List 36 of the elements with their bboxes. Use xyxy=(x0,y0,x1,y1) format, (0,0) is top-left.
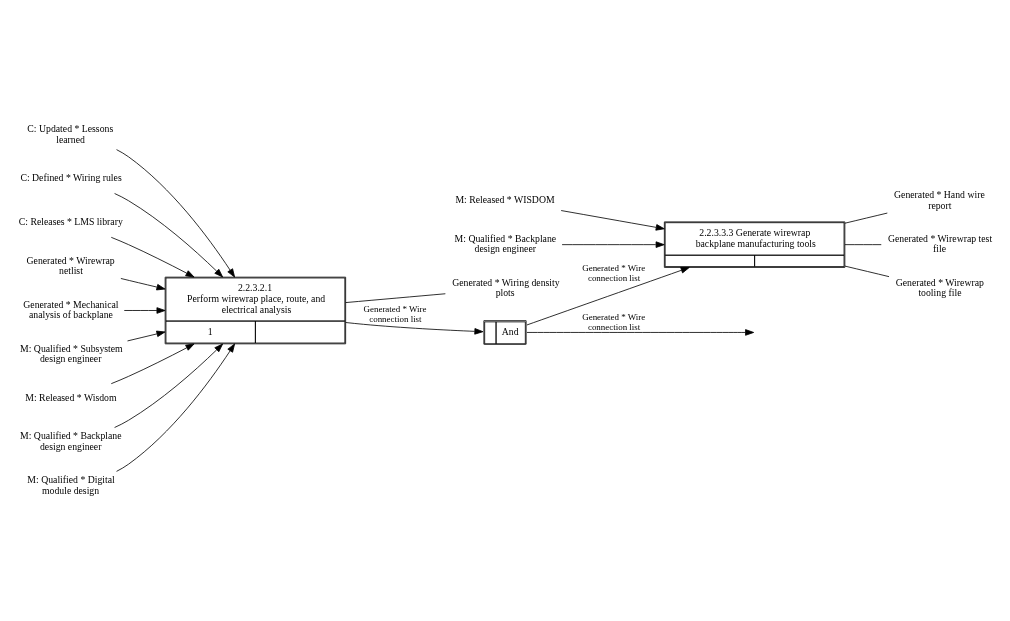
node-text: M: Released * Wisdom xyxy=(25,391,117,403)
node-text: C: Releases * LMS library xyxy=(18,216,123,228)
arrow xyxy=(526,329,755,336)
node-text: Generated * Wirewrap test file xyxy=(887,232,993,255)
edge-label: Generated * Wire connection list xyxy=(582,263,646,284)
node-text: M: Released * WISDOM xyxy=(455,194,555,206)
connector xyxy=(844,265,890,278)
arrow xyxy=(560,210,665,231)
arrow xyxy=(561,241,665,248)
node-text: M: Qualified * Backplane design engineer xyxy=(20,430,122,453)
arrow xyxy=(127,330,166,342)
arrow xyxy=(345,322,484,335)
connector xyxy=(844,244,882,246)
node-text: Generated * Wirewrap netlist xyxy=(26,254,115,277)
node-text: Generated * Wiring density plots xyxy=(452,276,560,299)
arrow xyxy=(116,149,236,278)
node-text: Generated * Wirewrap tooling file xyxy=(895,276,984,299)
node-text: Generated * Hand wire report xyxy=(894,188,985,211)
node-text: C: Defined * Wiring rules xyxy=(20,172,122,184)
arrow xyxy=(110,236,195,278)
arrow xyxy=(114,343,224,428)
connector xyxy=(345,293,446,303)
edge-label: Generated * Wire connection list xyxy=(582,312,646,332)
arrow xyxy=(120,278,166,291)
arrow xyxy=(526,267,690,326)
node-text: M: Qualified * Backplane design engineer xyxy=(454,232,557,255)
connector xyxy=(844,212,888,224)
node-text: C: Updated * Lessons learned xyxy=(27,123,114,145)
node-text: Generated * Mechanical analysis of backplane xyxy=(23,298,119,321)
arrow xyxy=(123,307,166,314)
node-text: M: Qualified * Digital module design xyxy=(27,474,115,496)
arrow xyxy=(110,343,195,385)
arrow xyxy=(116,343,236,472)
node-text: M: Qualified * Subsystem design engineer xyxy=(20,342,123,365)
arrow xyxy=(114,193,224,278)
edge-label: Generated * Wire connection list xyxy=(363,303,427,324)
